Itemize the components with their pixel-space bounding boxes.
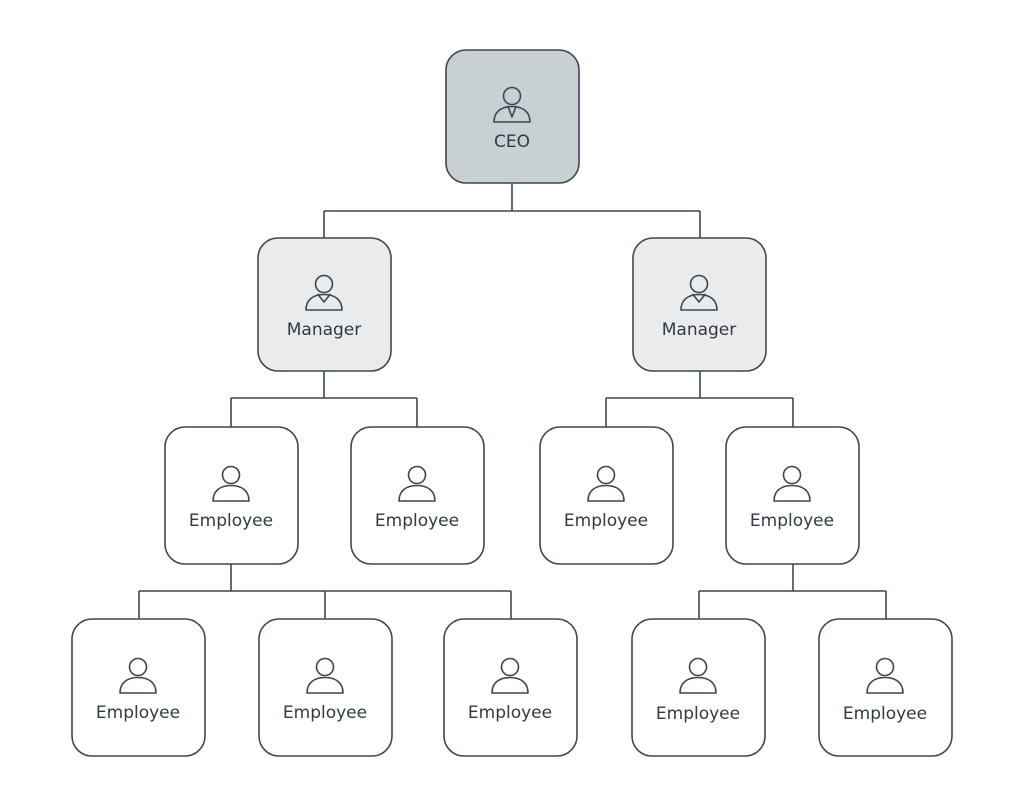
- node-employee-b3-label: Employee: [468, 703, 552, 723]
- manager-person-icon: [305, 274, 343, 311]
- node-employee-r1[interactable]: Employee: [539, 426, 674, 565]
- node-employee-b5[interactable]: Employee: [818, 618, 953, 757]
- person-icon: [491, 657, 529, 694]
- node-employee-b1-label: Employee: [96, 703, 180, 723]
- node-manager-left[interactable]: Manager: [257, 237, 392, 372]
- node-employee-l2[interactable]: Employee: [350, 426, 485, 565]
- person-icon: [306, 657, 344, 694]
- person-icon: [866, 657, 904, 694]
- node-employee-l1-label: Employee: [189, 511, 273, 531]
- connector-employee-left-reports: [138, 564, 512, 619]
- person-icon: [773, 465, 811, 502]
- person-icon: [587, 465, 625, 502]
- node-employee-b4-label: Employee: [656, 704, 740, 724]
- node-ceo-label: CEO: [494, 132, 530, 152]
- connector-manager-right-employees: [605, 371, 794, 427]
- node-ceo[interactable]: CEO: [445, 49, 580, 184]
- node-employee-b1[interactable]: Employee: [71, 618, 206, 757]
- connector-employee-right-reports: [698, 564, 887, 619]
- node-employee-b3[interactable]: Employee: [443, 618, 578, 757]
- node-manager-right-label: Manager: [662, 320, 737, 340]
- connector-ceo-managers: [323, 183, 701, 238]
- node-employee-b2[interactable]: Employee: [258, 618, 393, 757]
- node-employee-r1-label: Employee: [564, 511, 648, 531]
- node-employee-b4[interactable]: Employee: [631, 618, 766, 757]
- node-employee-l1[interactable]: Employee: [164, 426, 299, 565]
- node-employee-l2-label: Employee: [375, 511, 459, 531]
- manager-person-icon: [680, 274, 718, 311]
- node-manager-left-label: Manager: [287, 320, 362, 340]
- node-employee-b2-label: Employee: [283, 703, 367, 723]
- connector-manager-left-employees: [230, 371, 418, 427]
- person-icon: [119, 657, 157, 694]
- node-employee-r2-label: Employee: [750, 511, 834, 531]
- node-employee-b5-label: Employee: [843, 704, 927, 724]
- person-icon: [398, 465, 436, 502]
- person-icon: [679, 657, 717, 694]
- person-icon: [212, 465, 250, 502]
- connectors: [138, 183, 887, 619]
- node-manager-right[interactable]: Manager: [632, 237, 767, 372]
- executive-person-icon: [493, 86, 531, 123]
- node-employee-r2[interactable]: Employee: [725, 426, 860, 565]
